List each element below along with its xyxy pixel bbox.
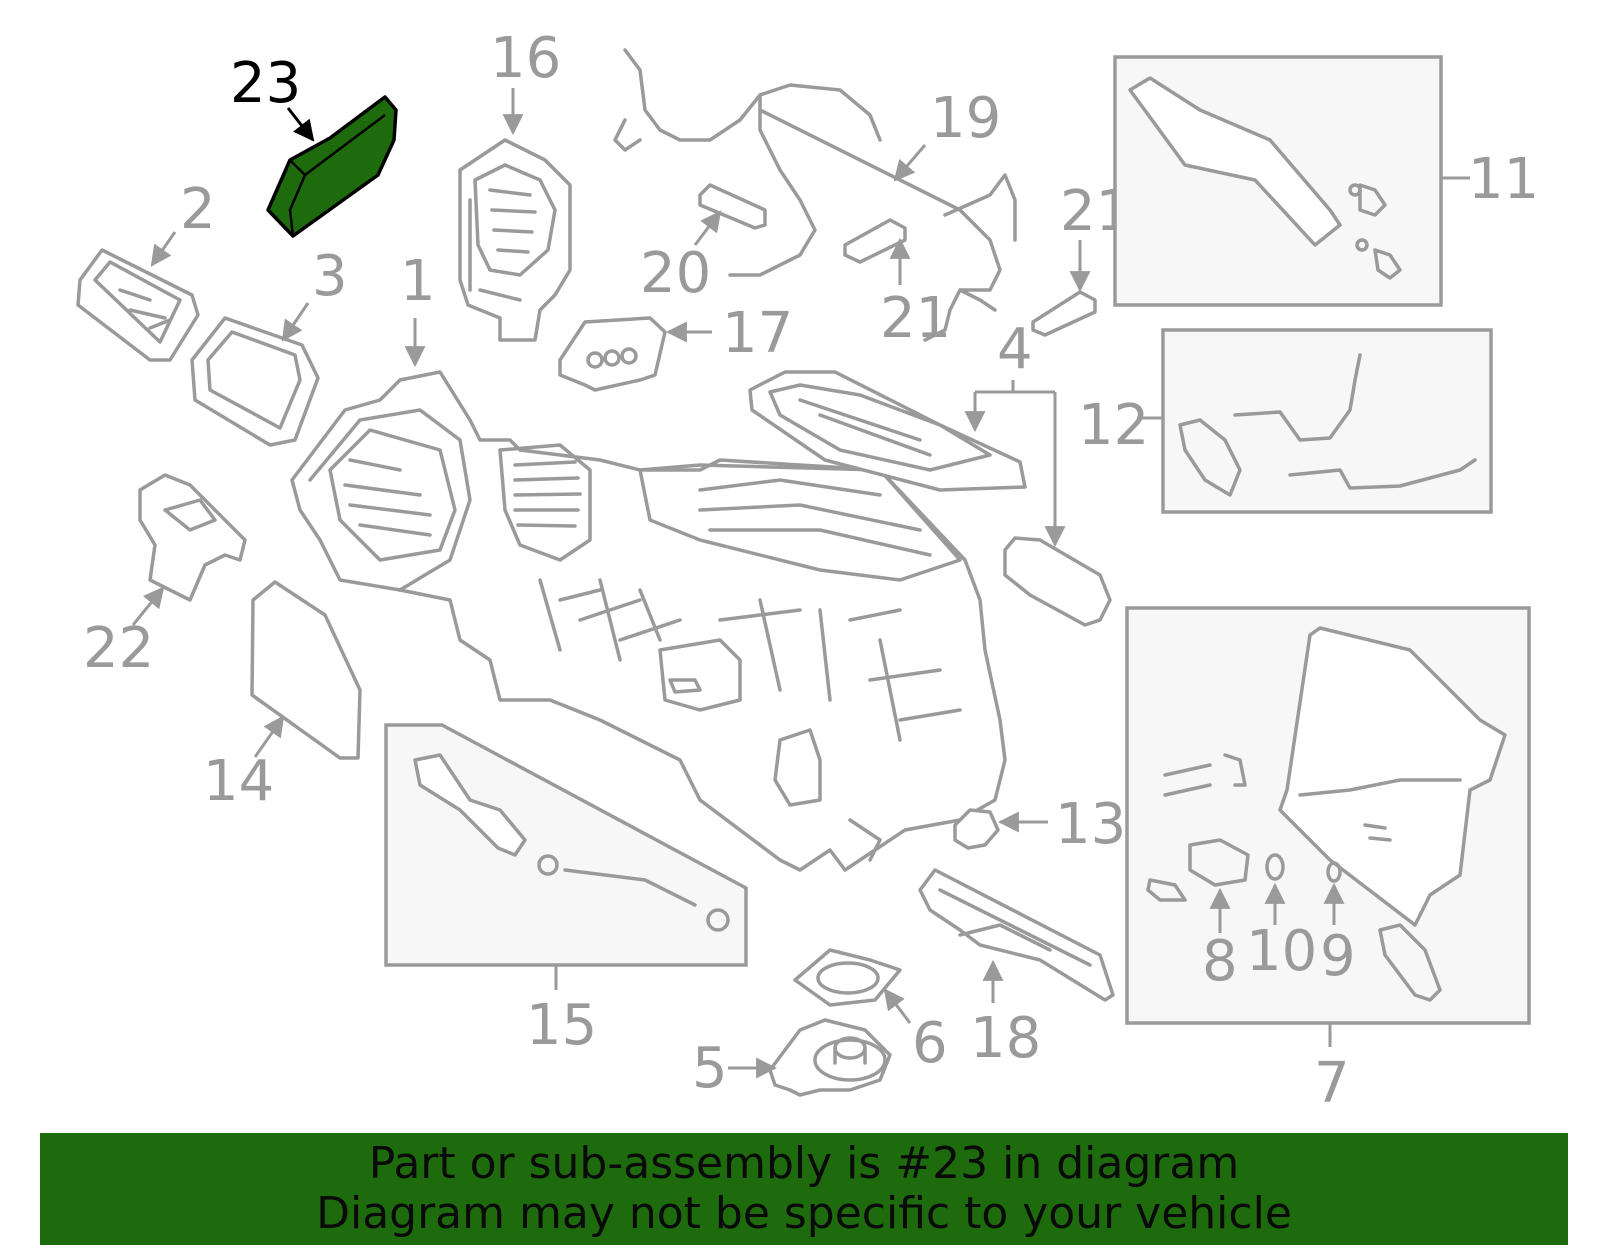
part-2 [76, 248, 200, 362]
callout-16: 16 [490, 26, 561, 91]
info-banner: Part or sub-assembly is #23 in diagram D… [40, 1133, 1568, 1245]
part-19-wiring-harness [613, 48, 1017, 342]
part-3 [190, 316, 320, 447]
callout-4: 4 [997, 317, 1033, 382]
part-12 [1178, 353, 1477, 497]
callout-23: 23 [230, 51, 301, 116]
callout-12: 12 [1078, 393, 1149, 458]
part-16 [458, 138, 572, 342]
callout-3: 3 [312, 244, 348, 309]
part-23-highlighted[interactable] [266, 95, 398, 238]
callout-2: 2 [180, 177, 216, 242]
part-13 [953, 808, 1000, 850]
callout-7: 7 [1314, 1051, 1350, 1116]
part-21b [1031, 290, 1097, 337]
callout-11: 11 [1468, 147, 1539, 212]
box-12 [1161, 328, 1493, 514]
banner-line-1: Part or sub-assembly is #23 in diagram [368, 1138, 1240, 1189]
part-20 [698, 183, 767, 230]
part-11 [1128, 76, 1402, 280]
callout-9: 9 [1320, 924, 1356, 989]
callout-6: 6 [912, 1011, 948, 1076]
callout-21a: 21 [880, 286, 951, 351]
callout-14: 14 [203, 749, 274, 814]
callout-5: 5 [692, 1036, 728, 1101]
part-1-hvac-housing [290, 370, 1007, 872]
part-17 [558, 316, 667, 392]
callout-10: 10 [1246, 919, 1317, 984]
callout-22: 22 [83, 616, 154, 681]
callout-1: 1 [400, 249, 436, 314]
callout-18: 18 [970, 1006, 1041, 1071]
part-22 [138, 473, 247, 602]
part-14 [250, 580, 362, 760]
part-4-filter-lower [1003, 536, 1112, 627]
callout-19: 19 [930, 86, 1001, 151]
part-15 [413, 753, 730, 932]
callout-15: 15 [526, 993, 597, 1058]
callout-20: 20 [640, 241, 711, 306]
box-15 [384, 723, 748, 967]
part-21a [843, 218, 907, 264]
callout-13: 13 [1055, 792, 1126, 857]
part-5-blower-motor [768, 1018, 892, 1097]
part-18 [918, 868, 1115, 1002]
banner-line-2: Diagram may not be specific to your vehi… [316, 1188, 1292, 1239]
callout-17: 17 [722, 301, 793, 366]
part-4-filter-upper [748, 370, 1027, 492]
part-7 [1146, 626, 1507, 1002]
callout-8: 8 [1202, 929, 1238, 994]
part-6 [793, 948, 902, 1007]
